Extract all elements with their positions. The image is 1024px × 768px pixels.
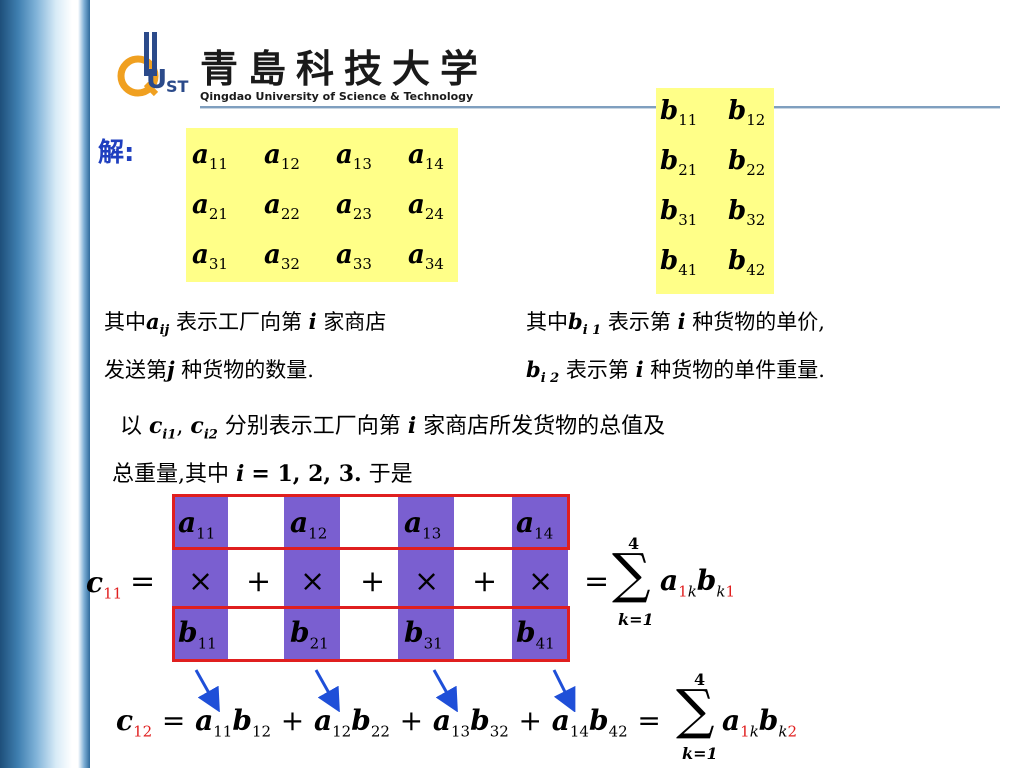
matrix-a: a11 a12 a13 a14 a21 a22 a23 a24 a31 a32 …: [186, 128, 458, 282]
header-divider-light: [200, 108, 1000, 109]
c11-label: c11: [86, 566, 123, 603]
times-sign: ×: [300, 564, 326, 599]
b-description-line2: bi 2 表示第 i 种货物的单件重量.: [526, 357, 825, 387]
matrix-a-cell: a14: [408, 140, 444, 174]
c11-sum-term: a1kbk1: [660, 564, 736, 601]
matrix-a-cell: a11: [192, 140, 228, 174]
product-column-3: [398, 496, 454, 660]
logo-chinese-name: 青島科技大学: [200, 46, 489, 91]
plus-sign: +: [360, 564, 386, 599]
product-column-2: [284, 496, 340, 660]
matrix-b-cell: b12: [728, 96, 766, 130]
c11-a-term: a14: [516, 506, 554, 543]
sum-upper-limit: 4: [628, 534, 640, 553]
sigma-icon: ∑: [612, 542, 651, 605]
arrows-icon: [194, 669, 576, 712]
matrix-b: b11 b12 b21 b22 b31 b32 b41 b42: [656, 88, 774, 294]
matrix-b-cell: b41: [660, 246, 698, 280]
equals-sign: =: [130, 564, 156, 599]
matrix-b-cell: b21: [660, 146, 698, 180]
matrix-a-cell: a21: [192, 190, 228, 224]
plus-sign: +: [472, 564, 498, 599]
times-sign: ×: [528, 564, 554, 599]
matrix-a-cell: a22: [264, 190, 300, 224]
equals-sign: =: [584, 564, 610, 599]
c12-sum-term: a1kbk2: [722, 704, 798, 741]
university-logo-icon: U ST: [117, 32, 189, 97]
a-description-line1: 其中aij 表示工厂向第 i 家商店: [104, 309, 387, 339]
matrix-a-cell: a23: [336, 190, 372, 224]
matrix-a-cell: a13: [336, 140, 372, 174]
c-description-line1: 以 ci1, ci2 分别表示工厂向第 i 家商店所发货物的总值及: [120, 413, 666, 443]
c12-formula: c12 = a11b12 + a12b22 + a13b32 + a14b42 …: [116, 704, 661, 741]
matrix-b-cell: b11: [660, 96, 698, 130]
matrix-b-cell: b31: [660, 196, 698, 230]
matrix-a-cell: a12: [264, 140, 300, 174]
sigma-icon: ∑: [676, 678, 715, 741]
matrix-b-cell: b32: [728, 196, 766, 230]
svg-text:ST: ST: [166, 77, 189, 96]
matrix-b-cell: b22: [728, 146, 766, 180]
logo-english-name: Qingdao University of Science & Technolo…: [200, 90, 474, 103]
svg-text:U: U: [146, 65, 167, 95]
times-sign: ×: [188, 564, 214, 599]
matrix-a-cell: a32: [264, 240, 300, 274]
c11-b-term: b11: [178, 616, 217, 653]
solution-label: 解:: [98, 138, 135, 168]
times-sign: ×: [414, 564, 440, 599]
c11-b-term: b21: [290, 616, 329, 653]
matrix-a-cell: a24: [408, 190, 444, 224]
matrix-a-cell: a31: [192, 240, 228, 274]
side-stripe: [0, 0, 90, 768]
plus-sign: +: [246, 564, 272, 599]
c11-b-term: b31: [404, 616, 443, 653]
matrix-a-cell: a34: [408, 240, 444, 274]
c11-a-term: a11: [178, 506, 216, 543]
a-description-line2: 发送第j 种货物的数量.: [104, 357, 314, 382]
c11-b-term: b41: [516, 616, 555, 653]
b-description-line1: 其中bi 1 表示第 i 种货物的单价,: [526, 309, 825, 339]
matrix-b-cell: b42: [728, 246, 766, 280]
c11-a-term: a13: [404, 506, 442, 543]
c-description-line2: 总重量,其中 i = 1, 2, 3. 于是: [112, 461, 413, 487]
c11-a-term: a12: [290, 506, 328, 543]
matrix-a-cell: a33: [336, 240, 372, 274]
sum-lower-limit: k=1: [682, 744, 718, 763]
row-a-highlight: [172, 494, 570, 550]
sum-lower-limit: k=1: [618, 610, 654, 629]
product-column-4: [512, 496, 568, 660]
column-b-highlight: [172, 606, 570, 662]
header-divider: [200, 106, 1000, 108]
sum-upper-limit: 4: [694, 670, 706, 689]
product-column-1: [172, 496, 228, 660]
